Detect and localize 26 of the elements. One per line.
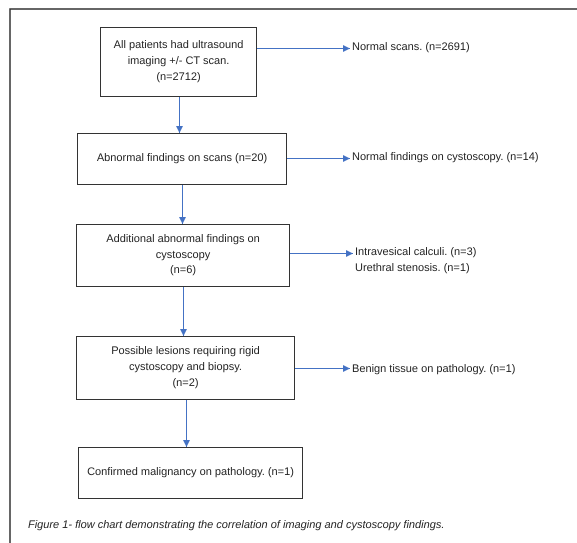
figure-caption: Figure 1- flow chart demonstrating the correlation of imaging and cystoscopy findings. xyxy=(28,519,444,531)
arrow xyxy=(294,365,350,372)
process-box xyxy=(100,27,257,97)
outcome-text: Benign tissue on pathology. (n=1) xyxy=(352,362,516,378)
box-text: Abnormal findings on scans (n=20) xyxy=(96,151,268,166)
box-text: Additional abnormal findings on cystoscopy xyxy=(105,232,261,263)
box-text: (n=6) xyxy=(170,263,196,278)
box-text: Possible lesions requiring rigid cystoscopy and biopsy. xyxy=(110,344,261,376)
outcome-text: Normal findings on cystoscopy. (n=14) xyxy=(352,150,539,166)
arrow xyxy=(286,155,350,162)
outcome-text: Intravesical calculi. (n=3) xyxy=(355,245,476,260)
arrow xyxy=(176,96,183,134)
process-box xyxy=(76,336,295,400)
process-box xyxy=(76,224,290,287)
process-box xyxy=(77,133,287,185)
box-text: All patients had ultrasound imaging +/- CT scan. (n=2712) xyxy=(112,38,244,85)
arrow xyxy=(290,250,354,257)
box-text: (n=2) xyxy=(172,376,198,391)
process-box xyxy=(78,447,303,499)
arrow xyxy=(179,184,186,224)
box-text: Confirmed malignancy on pathology. (n=1) xyxy=(87,465,294,480)
outcome-text: Normal scans. (n=2691) xyxy=(352,40,470,56)
arrow xyxy=(256,45,350,52)
outcome-text: Urethral stenosis. (n=1) xyxy=(355,261,470,276)
arrow xyxy=(183,400,190,448)
arrow xyxy=(180,286,187,336)
